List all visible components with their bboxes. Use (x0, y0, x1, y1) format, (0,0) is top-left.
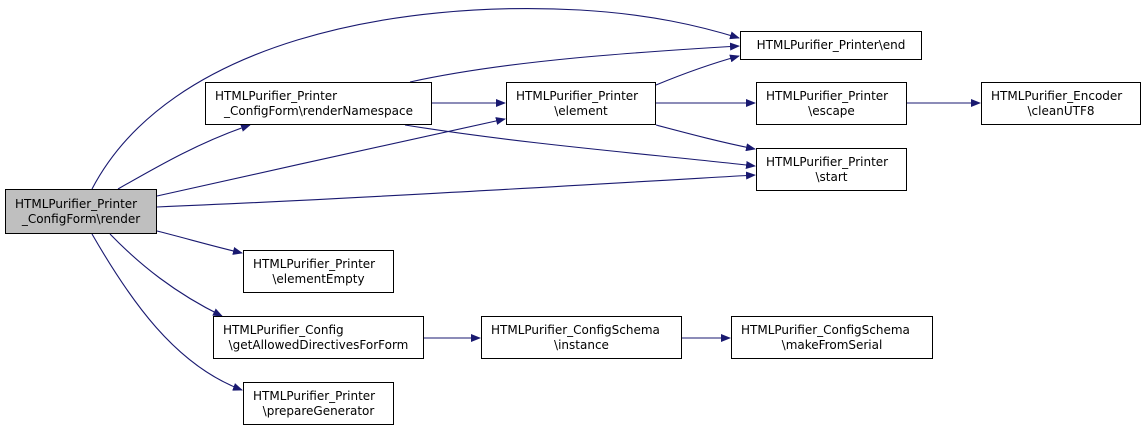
node-label-line1: HTMLPurifier_Printer (253, 388, 376, 403)
node-label-line1: HTMLPurifier_Printer\end (756, 38, 906, 52)
node-printer-end[interactable]: HTMLPurifier_Printer\end (740, 31, 922, 60)
node-encoder-cleanutf8[interactable]: HTMLPurifier_Encoder \cleanUTF8 (981, 82, 1141, 125)
edge-render-to-printer-element-empty (156, 230, 243, 255)
node-printer-elementempty[interactable]: HTMLPurifier_Printer \elementEmpty (243, 250, 394, 293)
node-label-line2: \makeFromSerial (781, 337, 883, 352)
node-label-line2: \prepareGenerator (262, 403, 375, 418)
node-label-line1: HTMLPurifier_Printer (766, 154, 889, 169)
node-printer-escape[interactable]: HTMLPurifier_Printer \escape (756, 82, 907, 125)
node-configschema-instance[interactable]: HTMLPurifier_ConfigSchema \instance (481, 316, 682, 359)
node-label-line1: HTMLPurifier_ConfigSchema (491, 322, 660, 337)
node-printer-configform-render[interactable]: HTMLPurifier_Printer _ConfigForm\render (5, 189, 157, 234)
edge-render-to-printer-end (91, 8, 740, 190)
node-label-line1: HTMLPurifier_Config (223, 322, 344, 337)
edge-render-namespace-to-printer-start (404, 124, 756, 169)
node-label-line1: HTMLPurifier_Printer (15, 196, 138, 211)
node-label-line2: _ConfigForm\renderNamespace (224, 103, 413, 118)
edge-render-to-config-get-allowed (109, 233, 223, 317)
node-configschema-makefromserial[interactable]: HTMLPurifier_ConfigSchema \makeFromSeria… (731, 316, 933, 359)
node-label-line2: \element (554, 103, 608, 118)
node-label-line1: HTMLPurifier_Printer (516, 88, 639, 103)
edge-render-namespace-to-printer-end (409, 42, 740, 83)
node-label-line1: HTMLPurifier_Printer (215, 88, 338, 103)
node-label-line2: \getAllowedDirectivesForForm (228, 337, 409, 352)
edge-render-to-printer-start (156, 171, 756, 208)
node-label-line1: HTMLPurifier_Printer (766, 88, 889, 103)
node-config-getalloweddirectivesforform[interactable]: HTMLPurifier_Config \getAllowedDirective… (213, 316, 424, 359)
node-label-line2: \elementEmpty (272, 271, 365, 286)
node-label-line2: _ConfigForm\render (21, 211, 141, 226)
node-label-line1: HTMLPurifier_ConfigSchema (741, 322, 910, 337)
node-label-line2: \escape (808, 103, 855, 118)
node-printer-preparegenerator[interactable]: HTMLPurifier_Printer \prepareGenerator (243, 382, 394, 425)
edge-render-to-printer-element (156, 117, 506, 197)
edge-printer-element-to-printer-start (655, 124, 756, 152)
node-label-line2: \instance (554, 337, 609, 352)
node-printer-start[interactable]: HTMLPurifier_Printer \start (756, 148, 907, 191)
node-label-line2: \start (815, 169, 848, 184)
edge-render-to-render-namespace (117, 124, 251, 190)
edge-printer-element-to-printer-end (655, 54, 740, 86)
node-label-line1: HTMLPurifier_Printer (253, 256, 376, 271)
node-label-line1: HTMLPurifier_Encoder (991, 88, 1123, 103)
edge-render-to-printer-prepare-generator (91, 233, 243, 391)
node-printer-element[interactable]: HTMLPurifier_Printer \element (506, 82, 656, 125)
node-label-line2: \cleanUTF8 (1027, 103, 1095, 118)
node-printer-configform-rendernamespace[interactable]: HTMLPurifier_Printer _ConfigForm\renderN… (205, 82, 432, 125)
